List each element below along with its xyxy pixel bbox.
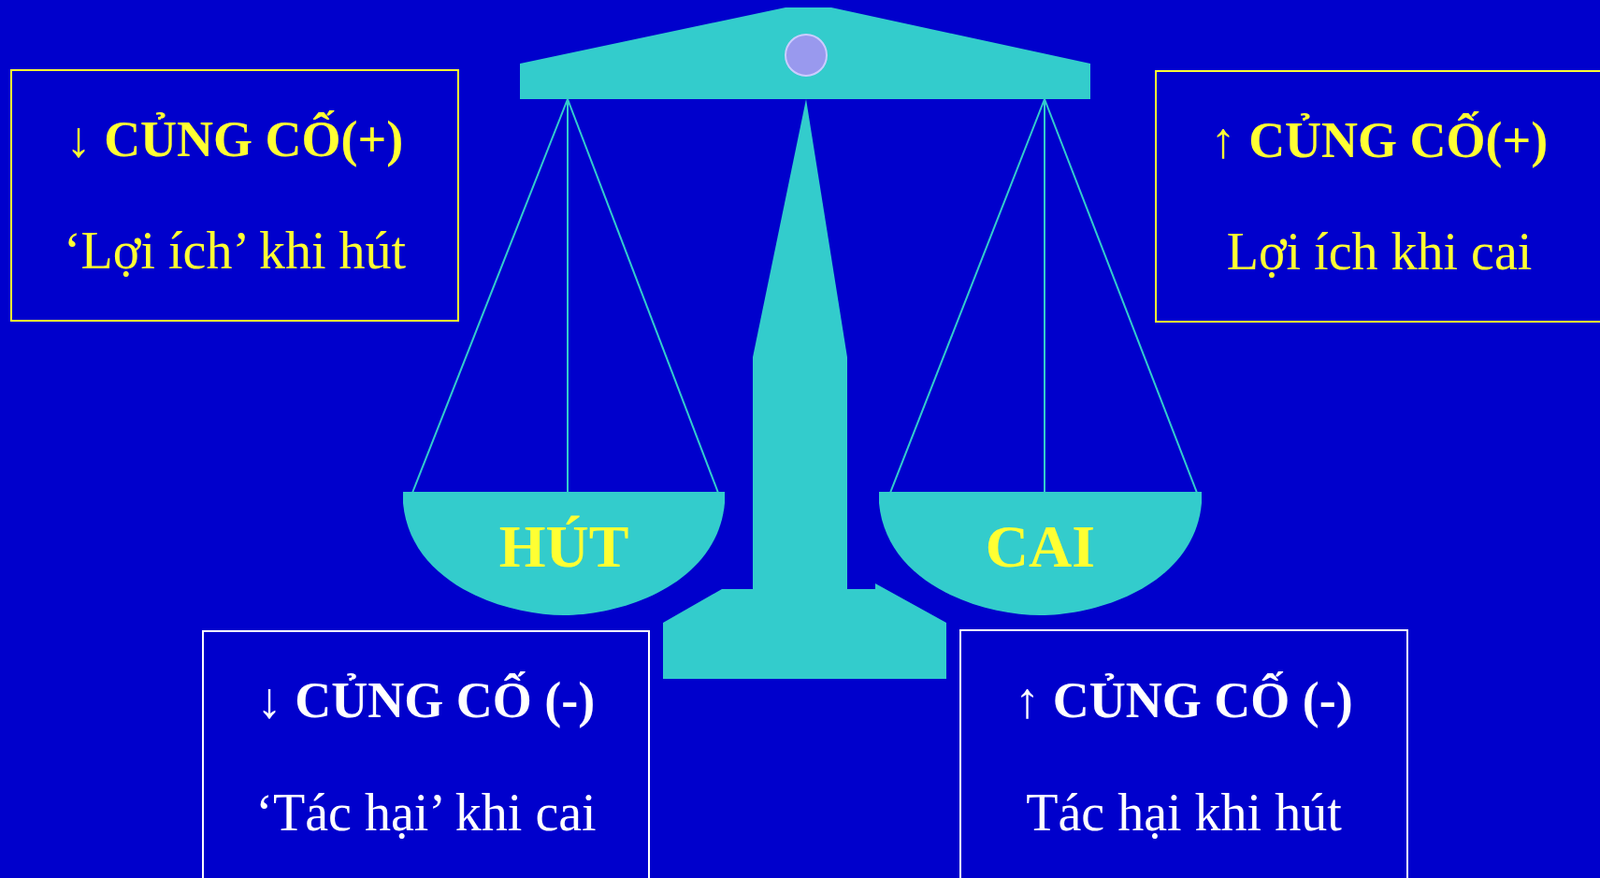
- pan-string: [890, 99, 1045, 493]
- box-heading: ↓ CỦNG CỐ(+): [66, 110, 404, 169]
- scale-pillar: [752, 99, 848, 590]
- scale-base: [663, 583, 947, 679]
- pan-label: CAI: [985, 512, 1096, 582]
- pan-string: [1043, 99, 1046, 493]
- pan-string: [567, 99, 719, 493]
- pan-string: [1044, 99, 1197, 493]
- box-heading: ↑ CỦNG CỐ(+): [1210, 111, 1549, 170]
- pan-string: [566, 99, 569, 493]
- scale-pan: HÚT: [401, 491, 727, 616]
- scale-pan: CAI: [877, 491, 1204, 616]
- text-box: ↑ CỦNG CỐ (-) Tác hại khi hút: [959, 629, 1409, 878]
- box-heading: ↓ CỦNG CỐ (-): [257, 671, 595, 730]
- scale-beam: [519, 7, 1091, 100]
- text-box: ↑ CỦNG CỐ(+) Lợi ích khi cai: [1154, 70, 1600, 323]
- pan-label: HÚT: [499, 512, 630, 582]
- box-body: ‘Tác hại’ khi cai: [255, 782, 596, 843]
- pan-string: [412, 99, 568, 493]
- box-body: ‘Lợi ích’ khi hút: [63, 220, 406, 281]
- box-heading: ↑ CỦNG CỐ (-): [1014, 671, 1353, 730]
- text-box: ↓ CỦNG CỐ(+) ‘Lợi ích’ khi hút: [10, 69, 460, 322]
- pan-bowl: [879, 491, 1202, 616]
- box-body: Tác hại khi hút: [1025, 782, 1341, 843]
- text-box: ↓ CỦNG CỐ (-) ‘Tác hại’ khi cai: [201, 630, 650, 878]
- box-body: Lợi ích khi cai: [1226, 221, 1533, 282]
- scale-pivot: [785, 34, 827, 76]
- pan-bowl: [403, 491, 725, 616]
